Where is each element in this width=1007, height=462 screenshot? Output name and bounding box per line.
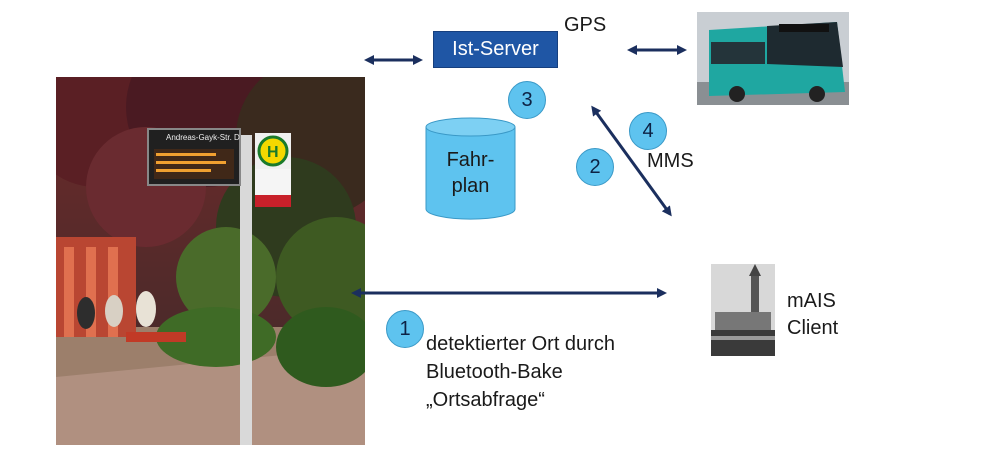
city-hall-photo <box>711 264 775 356</box>
gps-label: GPS <box>564 14 607 36</box>
description-line3: „Ortsabfrage“ <box>426 389 545 411</box>
description-text: detektierter Ort durch Bluetooth-Bake „O… <box>426 330 615 414</box>
database-label: Fahr- plan <box>425 147 516 199</box>
client-label-line1: mAIS <box>787 290 836 312</box>
ist-server-box: Ist-Server <box>433 31 558 68</box>
display-title: Andreas-Gayk-Str. D <box>166 133 240 142</box>
step-badge-4: 4 <box>629 112 667 150</box>
bus-stop-photo: Andreas-Gayk-Str. D H <box>56 77 365 445</box>
h-sign-letter: H <box>267 144 279 161</box>
description-line2: Bluetooth-Bake <box>426 361 563 383</box>
database-label-line2: plan <box>451 175 490 197</box>
database-label-line1: Fahr- <box>446 149 495 171</box>
description-line1: detektierter Ort durch <box>426 333 615 355</box>
step-badge-2: 2 <box>576 148 614 186</box>
step-badge-1: 1 <box>386 310 424 348</box>
fahrplan-database-icon <box>425 117 516 220</box>
server-label: Ist-Server <box>452 38 539 60</box>
client-label-line2: Client <box>787 317 839 339</box>
bus-photo <box>697 12 849 105</box>
client-label: mAIS Client <box>787 288 838 342</box>
mms-label: MMS <box>647 150 694 172</box>
step-badge-3: 3 <box>508 81 546 119</box>
